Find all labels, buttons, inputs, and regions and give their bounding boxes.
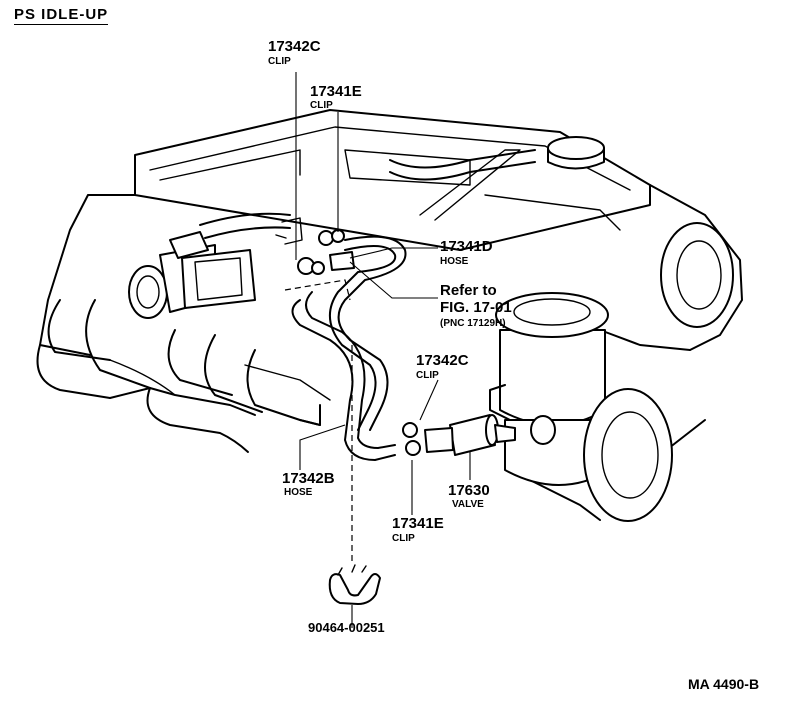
diagram-title: PS IDLE-UP	[14, 6, 109, 25]
part-name-17341e-top: CLIP	[310, 100, 333, 111]
valve-cover	[134, 109, 651, 251]
part-name-17342c-top: CLIP	[268, 56, 291, 67]
valve-17630-shape	[402, 414, 516, 456]
oil-filler-cap	[547, 136, 605, 170]
part-name-17341d: HOSE	[440, 256, 469, 267]
reference-dashed-outline	[284, 279, 351, 301]
part-number-17342c-top[interactable]: 17342C	[268, 38, 321, 55]
reference-pnc: (PNC 17129H)	[440, 318, 506, 329]
clamp-90464-shape	[328, 564, 381, 605]
part-number-17630[interactable]: 17630	[448, 482, 490, 499]
part-name-17341e-bottom: CLIP	[392, 533, 415, 544]
leader-lines	[295, 72, 471, 628]
reference-refer-to: Refer to	[440, 282, 497, 299]
part-number-17342c-mid[interactable]: 17342C	[416, 352, 469, 369]
reference-fig[interactable]: FIG. 17-01	[440, 299, 512, 316]
part-name-17342c-mid: CLIP	[416, 370, 439, 381]
part-name-17342b: HOSE	[284, 487, 313, 498]
air-pipe	[199, 149, 536, 239]
part-number-17342b[interactable]: 17342B	[282, 470, 335, 487]
drawing-code: MA 4490-B	[688, 676, 760, 692]
intake-manifold	[36, 299, 331, 453]
throttle-body	[128, 231, 256, 319]
part-number-17341d[interactable]: 17341D	[440, 238, 493, 255]
part-number-17341e-top[interactable]: 17341E	[310, 83, 362, 100]
part-number-17341e-bottom[interactable]: 17341E	[392, 515, 444, 532]
power-steering-pump	[489, 292, 673, 522]
hose-17342b-shape	[291, 291, 396, 461]
clip-cluster-top	[275, 217, 355, 275]
part-number-90464[interactable]: 90464-00251	[308, 620, 385, 635]
hose-17341d-shape	[329, 235, 407, 431]
part-name-17630: VALVE	[452, 499, 484, 510]
